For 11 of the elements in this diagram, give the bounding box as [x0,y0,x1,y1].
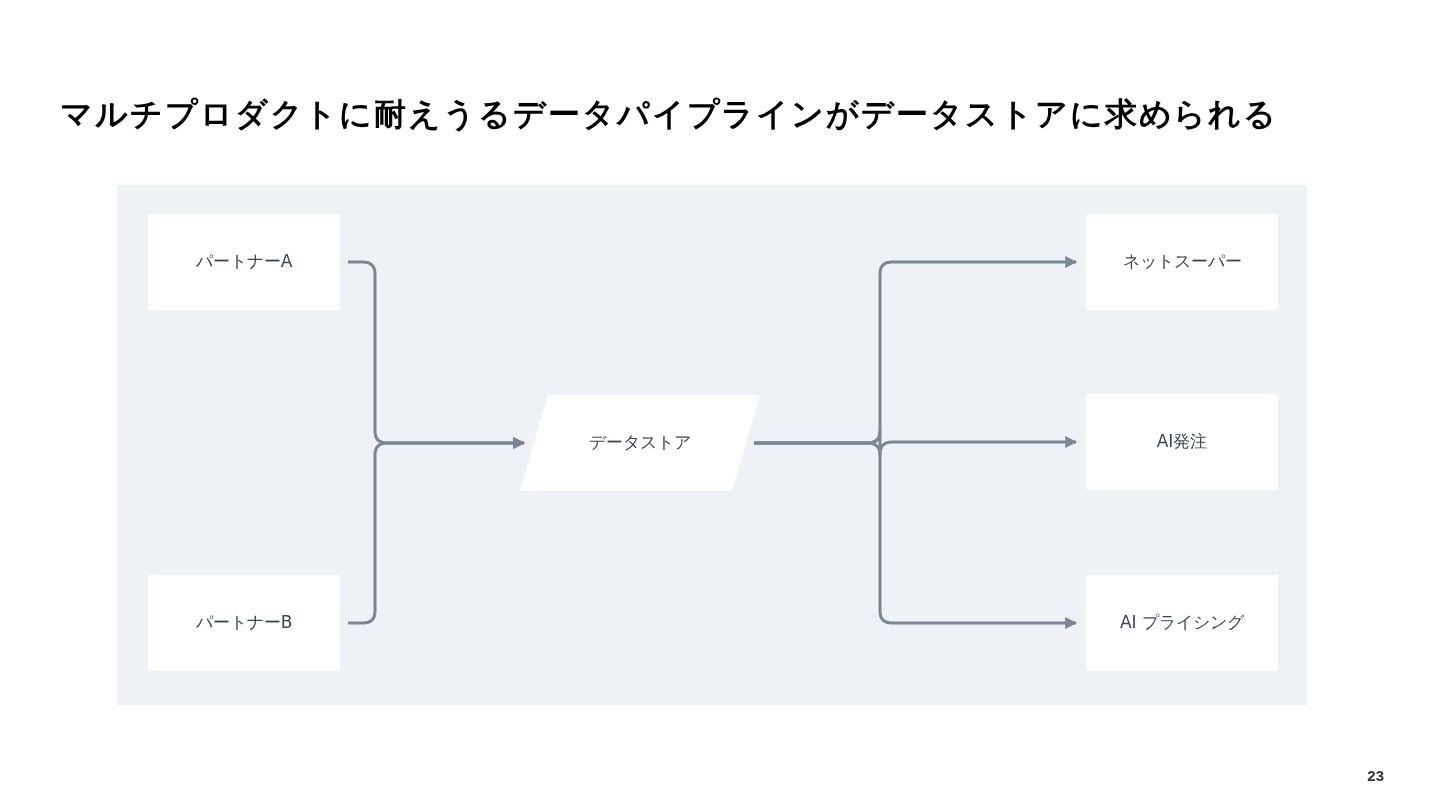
box-label: AI発注 [1156,430,1208,454]
page-number: 23 [1367,766,1384,786]
data-store-parallelogram [520,395,760,491]
arrow [348,437,526,625]
box-label: パートナーA [195,250,293,274]
slide-title: マルチプロダクトに耐えうるデータパイプラインがデータストアに求められる [60,94,1279,135]
arrow [754,441,1078,629]
box-label: データストア [589,431,691,455]
box-label: パートナーB [195,611,293,635]
box-label: AI プライシング [1119,611,1244,635]
box-label: ネットスーパー [1122,250,1242,274]
